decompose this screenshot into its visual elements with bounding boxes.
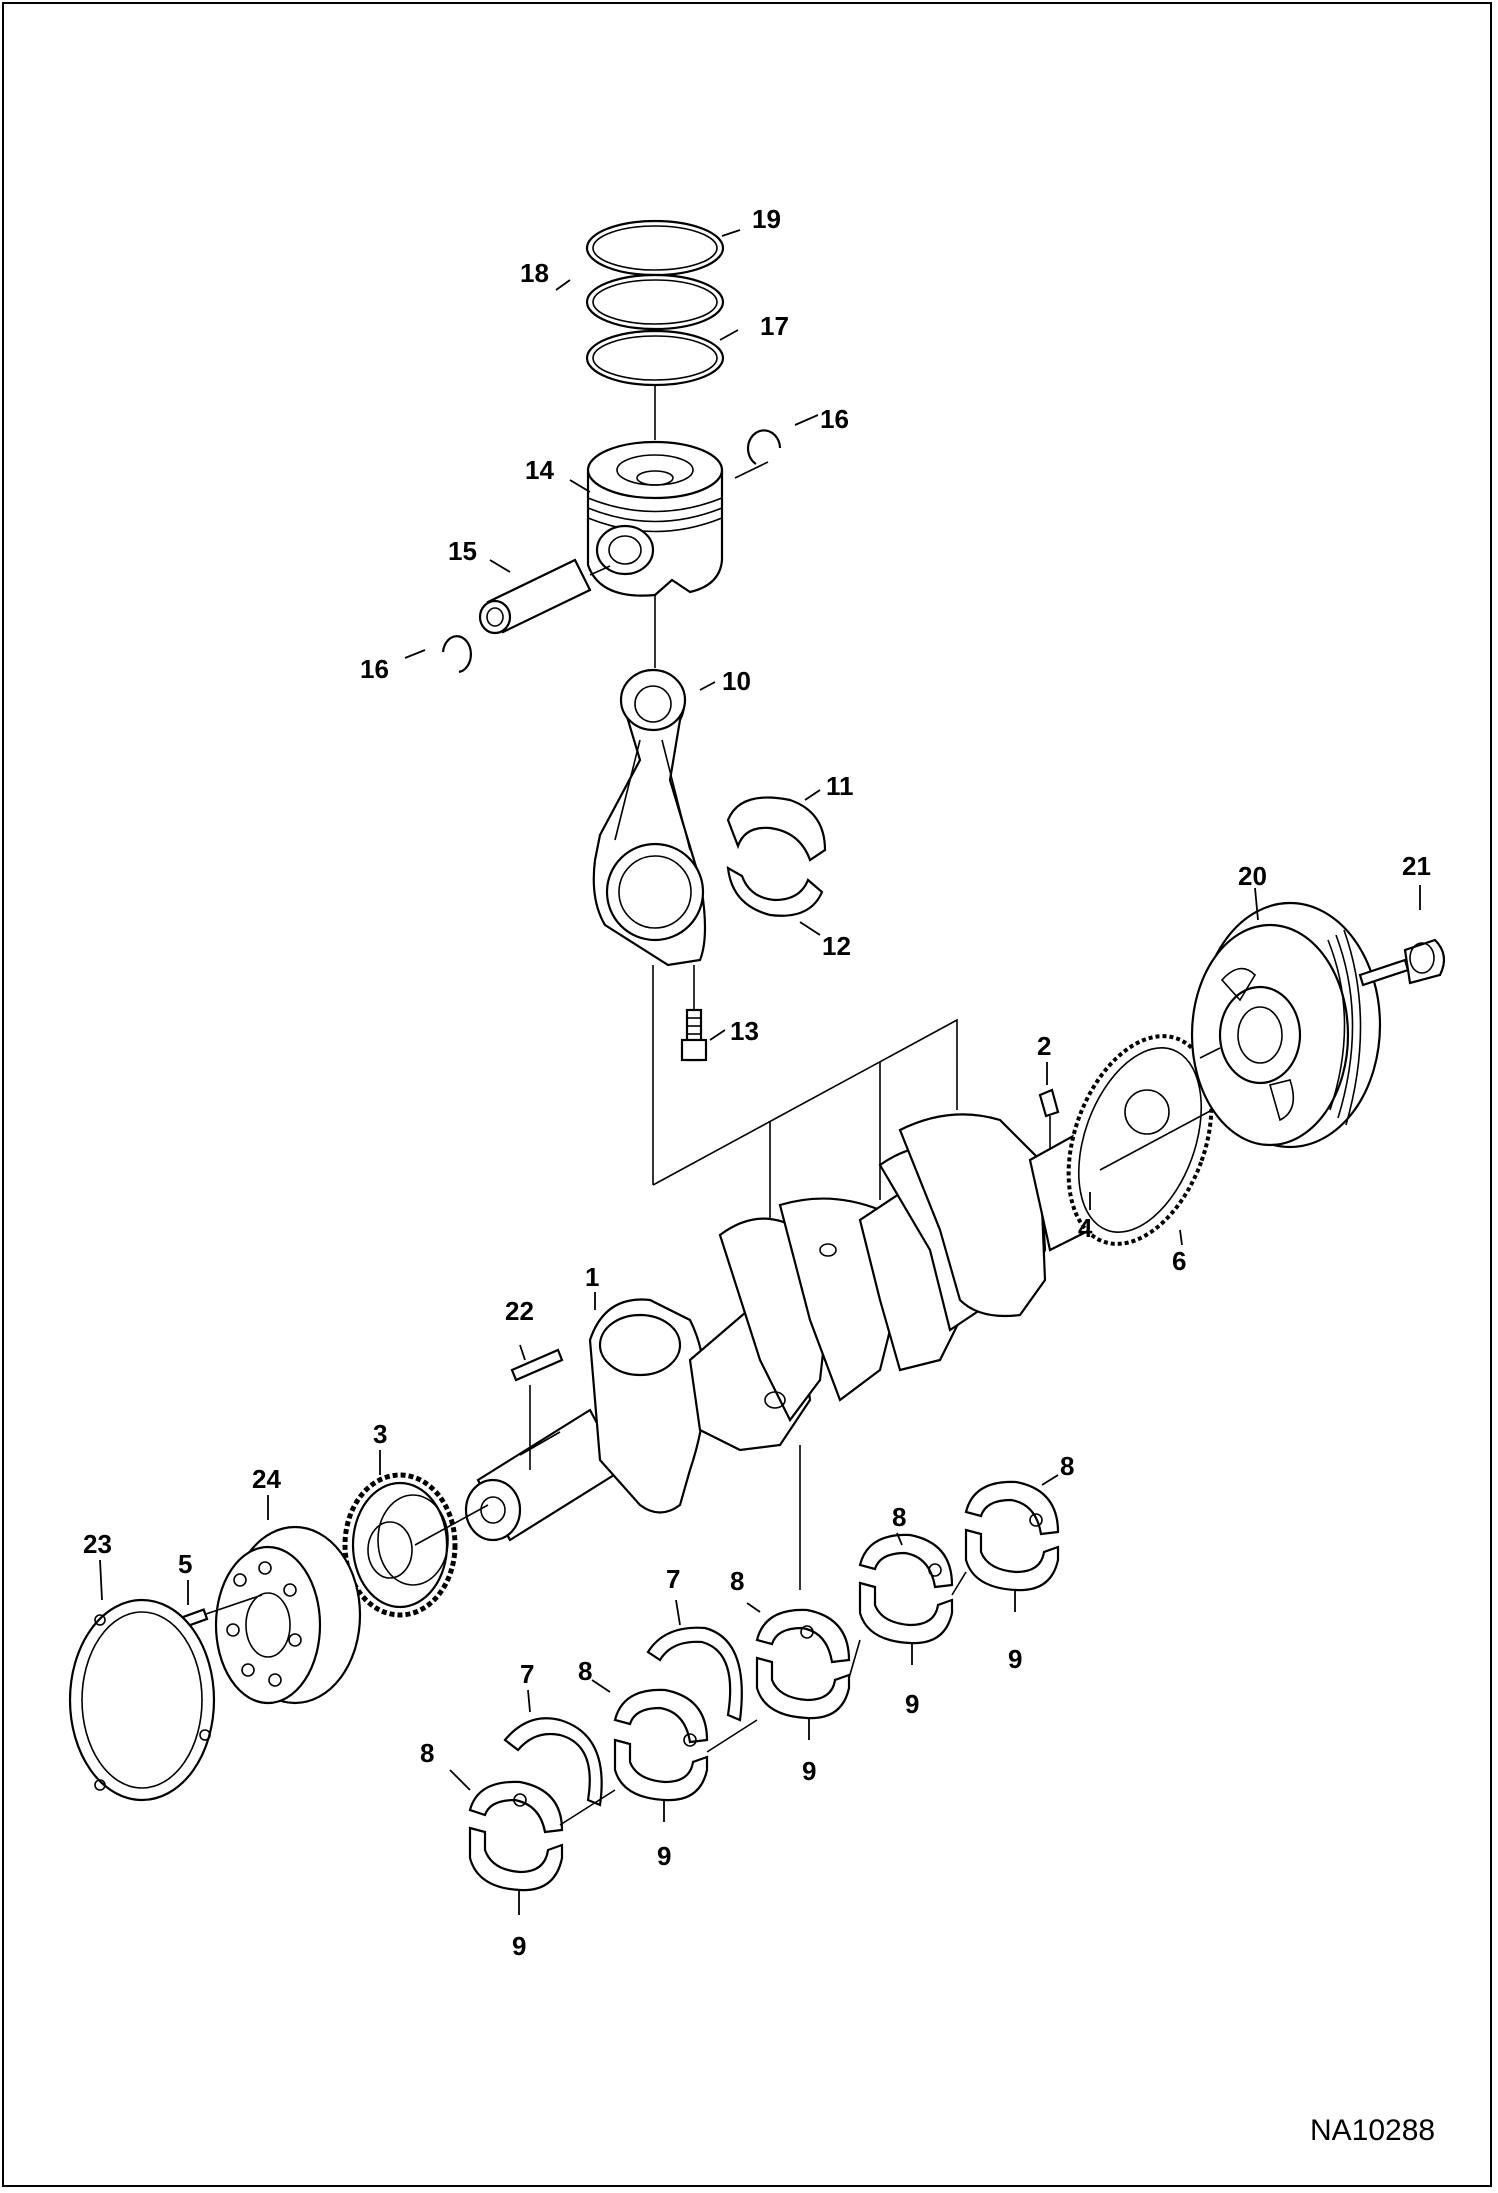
callout-13: 13	[730, 1016, 759, 1046]
callout-7-upper: 7	[666, 1564, 680, 1594]
main-bearing-1	[468, 1780, 564, 1892]
figure-id: NA10288	[1310, 2114, 1435, 2147]
pulley-bolt	[1358, 938, 1446, 987]
rod-bolt	[680, 1008, 708, 1062]
callout-10: 10	[722, 666, 751, 696]
callout-9-b: 9	[657, 1841, 671, 1871]
woodruff-key-rear	[1038, 1088, 1060, 1118]
callout-7-lower: 7	[520, 1659, 534, 1689]
callout-4: 4	[1078, 1213, 1093, 1243]
callout-3: 3	[373, 1419, 387, 1449]
main-bearing-2	[613, 1688, 709, 1802]
crankshaft	[464, 1113, 1111, 1542]
callout-2: 2	[1037, 1031, 1051, 1061]
piston-ring-19	[585, 219, 725, 277]
callout-8-d: 8	[892, 1502, 906, 1532]
main-bearing-5	[964, 1480, 1060, 1592]
callout-14: 14	[525, 455, 554, 485]
damper-pulley	[1190, 901, 1382, 1149]
main-bearing-3	[755, 1608, 851, 1720]
rod-bearing-lower	[726, 865, 824, 917]
callout-23: 23	[83, 1529, 112, 1559]
callout-21: 21	[1402, 851, 1431, 881]
snap-ring-upper	[746, 429, 782, 465]
leader-lines	[99, 229, 1421, 1915]
connecting-rod	[592, 668, 707, 967]
thrust-washer-lower	[503, 1717, 603, 1807]
callout-5: 5	[178, 1549, 192, 1579]
callout-11: 11	[826, 771, 854, 801]
callout-20: 20	[1238, 861, 1267, 891]
piston-pin	[478, 558, 592, 635]
callout-6: 6	[1172, 1246, 1186, 1276]
callout-8-a: 8	[420, 1738, 434, 1768]
callout-9-d: 9	[905, 1689, 919, 1719]
callout-8-e: 8	[1060, 1451, 1074, 1481]
gear-hub	[214, 1525, 362, 1705]
seal-plate	[68, 1598, 216, 1802]
callout-19: 19	[752, 204, 781, 234]
rod-bearing-upper	[726, 796, 827, 862]
tone-wheel	[1066, 1034, 1214, 1246]
callout-15: 15	[448, 536, 477, 566]
crankshaft-gear	[342, 1472, 458, 1618]
callout-24: 24	[252, 1464, 281, 1494]
piston	[586, 440, 724, 597]
snap-ring-lower	[441, 635, 472, 674]
callout-22: 22	[505, 1296, 534, 1326]
piston-ring-17	[585, 329, 725, 387]
callout-1: 1	[585, 1262, 599, 1292]
thrust-washer-upper	[646, 1626, 743, 1722]
callout-12: 12	[822, 931, 851, 961]
callout-8-c: 8	[730, 1566, 744, 1596]
main-bearing-4	[858, 1533, 954, 1645]
callout-16-upper: 16	[820, 404, 849, 434]
callout-17: 17	[760, 311, 789, 341]
callout-9-e: 9	[1008, 1644, 1022, 1674]
callout-9-c: 9	[802, 1756, 816, 1786]
woodruff-key-front	[510, 1348, 564, 1382]
callout-9-a: 9	[512, 1931, 526, 1961]
callout-16-lower: 16	[360, 654, 389, 684]
callout-8-b: 8	[578, 1656, 592, 1686]
callout-18: 18	[520, 258, 549, 288]
piston-ring-18	[585, 273, 725, 331]
